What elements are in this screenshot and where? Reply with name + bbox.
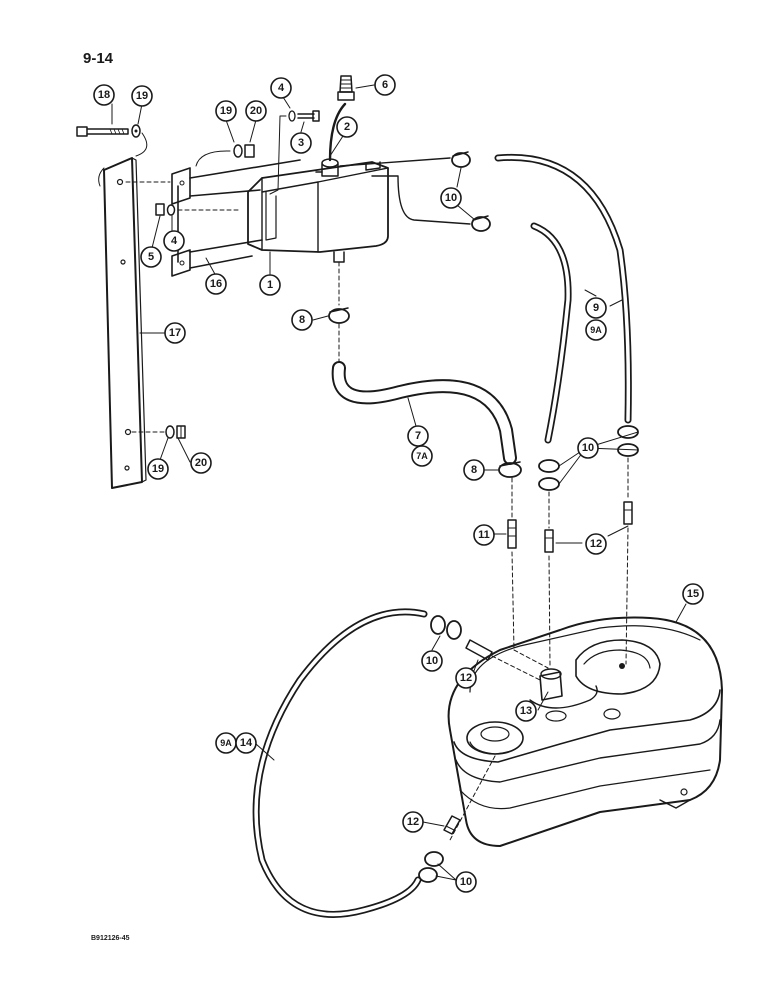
coolant-reservoir (247, 110, 389, 306)
callout-4-side: 4 (163, 230, 185, 252)
svg-text:12: 12 (407, 816, 419, 828)
svg-text:7A: 7A (416, 451, 428, 461)
svg-text:10: 10 (426, 655, 438, 667)
svg-text:19: 19 (220, 105, 232, 117)
svg-text:12: 12 (460, 672, 472, 684)
svg-text:11: 11 (478, 529, 490, 541)
callout-13: 13 (515, 700, 537, 722)
page-number: 9-14 (83, 50, 114, 67)
callout-1: 1 (259, 274, 281, 296)
svg-text:15: 15 (687, 588, 699, 600)
svg-text:14: 14 (240, 737, 253, 749)
callout-11: 11 (473, 524, 495, 546)
callout-6: 6 (374, 74, 396, 96)
callout-12-right: 12 (585, 533, 607, 555)
bolt (76, 126, 148, 157)
callout-8-upper: 8 (291, 309, 313, 331)
svg-text:9A: 9A (220, 738, 232, 748)
callout-8-lower: 8 (463, 459, 485, 481)
hose-fittings (465, 501, 633, 681)
callout-10-tank-left: 10 (421, 650, 443, 672)
svg-text:7: 7 (415, 430, 421, 442)
svg-text:19: 19 (136, 90, 148, 102)
svg-text:4: 4 (278, 82, 285, 94)
drain-hose (252, 608, 462, 918)
svg-text:10: 10 (582, 442, 594, 454)
bracket (125, 159, 301, 277)
breather-cap (328, 75, 355, 162)
svg-text:12: 12 (590, 538, 602, 550)
svg-text:19: 19 (152, 463, 164, 475)
callout-2: 2 (336, 116, 358, 138)
coolant-tank (447, 616, 723, 847)
bracket-upper-fasteners (195, 144, 255, 167)
callout-17: 17 (164, 322, 186, 344)
mounting-strap (98, 157, 147, 489)
lower-fasteners (131, 425, 186, 439)
svg-text:4: 4 (171, 235, 178, 247)
callout-10-middle: 10 (577, 437, 599, 459)
overflow-hoses (339, 153, 632, 444)
svg-text:3: 3 (298, 137, 304, 149)
callout-9a: 9A (585, 319, 607, 341)
leader-lines (111, 84, 687, 881)
svg-text:8: 8 (299, 314, 305, 326)
callout-10-bottom: 10 (455, 871, 477, 893)
callout-20-lower: 20 (190, 452, 212, 474)
svg-text:5: 5 (148, 251, 154, 263)
callout-19-bracket: 19 (215, 100, 237, 122)
svg-text:17: 17 (169, 327, 181, 339)
callout-12-bottom: 12 (402, 811, 424, 833)
callout-15: 15 (682, 583, 704, 605)
callout-4-top: 4 (270, 77, 292, 99)
callout-19-lower: 19 (147, 458, 169, 480)
callout-20-bracket: 20 (245, 100, 267, 122)
callout-16: 16 (205, 273, 227, 295)
svg-text:20: 20 (195, 457, 207, 469)
svg-text:6: 6 (382, 79, 388, 91)
callout-18: 18 (93, 84, 115, 106)
svg-text:1: 1 (267, 279, 273, 291)
callout-7a: 7A (411, 445, 433, 467)
svg-text:10: 10 (460, 876, 472, 888)
callout-7: 7 (407, 425, 429, 447)
svg-text:20: 20 (250, 105, 262, 117)
svg-text:16: 16 (210, 278, 222, 290)
svg-text:13: 13 (520, 705, 532, 717)
hose-clamps-top (451, 151, 491, 232)
reservoir-hose (328, 307, 522, 521)
svg-text:9A: 9A (590, 325, 602, 335)
washer (131, 124, 141, 138)
callout-10-top: 10 (440, 187, 462, 209)
bracket-side-fasteners (155, 203, 176, 216)
callout-12-left: 12 (455, 667, 477, 689)
svg-text:9: 9 (593, 302, 599, 314)
svg-text:2: 2 (344, 121, 350, 133)
callout-9a-hose: 9A (215, 732, 237, 754)
callout-19-top-left: 19 (131, 85, 153, 107)
drawing-code: B912126-45 (91, 935, 130, 942)
svg-text:8: 8 (471, 464, 477, 476)
svg-text:10: 10 (445, 192, 457, 204)
callout-3: 3 (290, 132, 312, 154)
svg-text:18: 18 (98, 89, 110, 101)
callout-9: 9 (585, 297, 607, 319)
callout-5: 5 (140, 246, 162, 268)
callout-14: 14 (235, 732, 257, 754)
